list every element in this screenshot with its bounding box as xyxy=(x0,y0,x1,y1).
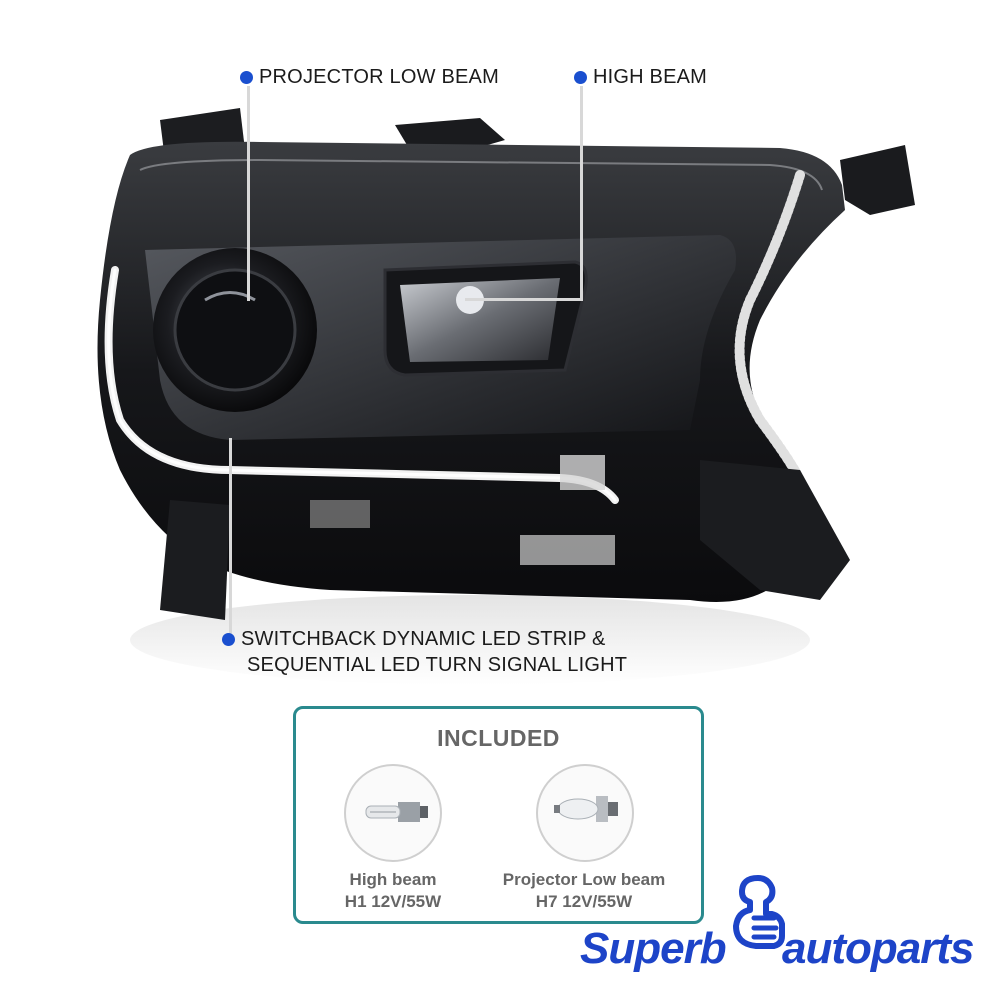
high-beam-leader-h xyxy=(465,298,583,301)
high-beam-bulb-name: High beam xyxy=(349,870,437,889)
included-title: INCLUDED xyxy=(437,725,560,751)
projector-low-beam-leader xyxy=(247,86,250,301)
callout-dot-icon xyxy=(574,71,587,84)
brand-logo: Superb autoparts xyxy=(580,875,990,988)
low-beam-bulb-name: Projector Low beam xyxy=(502,870,666,889)
low-beam-bulb-spec: H7 12V/55W xyxy=(535,892,633,911)
led-strip-callout: SWITCHBACK DYNAMIC LED STRIP & SEQUENTIA… xyxy=(222,626,627,678)
h1-bulb-image xyxy=(344,764,442,862)
projector-low-beam-label: PROJECTOR LOW BEAM xyxy=(259,66,499,88)
brand-word-autoparts: autoparts xyxy=(782,924,974,973)
h7-bulb-icon xyxy=(554,796,618,822)
included-box: INCLUDED High beam H1 12V/55W Projector … xyxy=(293,706,704,924)
high-beam-bulb-spec: H1 12V/55W xyxy=(344,892,442,911)
led-strip-label-line1: SWITCHBACK DYNAMIC LED STRIP & xyxy=(241,628,606,650)
projector-low-beam-callout: PROJECTOR LOW BEAM xyxy=(240,64,499,90)
high-beam-label: HIGH BEAM xyxy=(593,66,708,88)
thumbs-up-icon xyxy=(733,875,785,949)
h1-bulb-icon xyxy=(365,802,428,822)
high-beam-bulb-label: High beam H1 12V/55W xyxy=(293,869,493,913)
headlight-image xyxy=(97,108,915,685)
brand-word-superb: Superb xyxy=(580,924,727,973)
callout-dot-icon xyxy=(240,71,253,84)
low-beam-bulb-label: Projector Low beam H7 12V/55W xyxy=(484,869,684,913)
led-strip-label-line2: SEQUENTIAL LED TURN SIGNAL LIGHT xyxy=(247,654,628,676)
callout-dot-icon xyxy=(222,633,235,646)
high-beam-leader xyxy=(580,86,583,301)
high-beam-callout: HIGH BEAM xyxy=(574,64,707,90)
h7-bulb-image xyxy=(536,764,634,862)
led-strip-leader xyxy=(229,438,232,638)
